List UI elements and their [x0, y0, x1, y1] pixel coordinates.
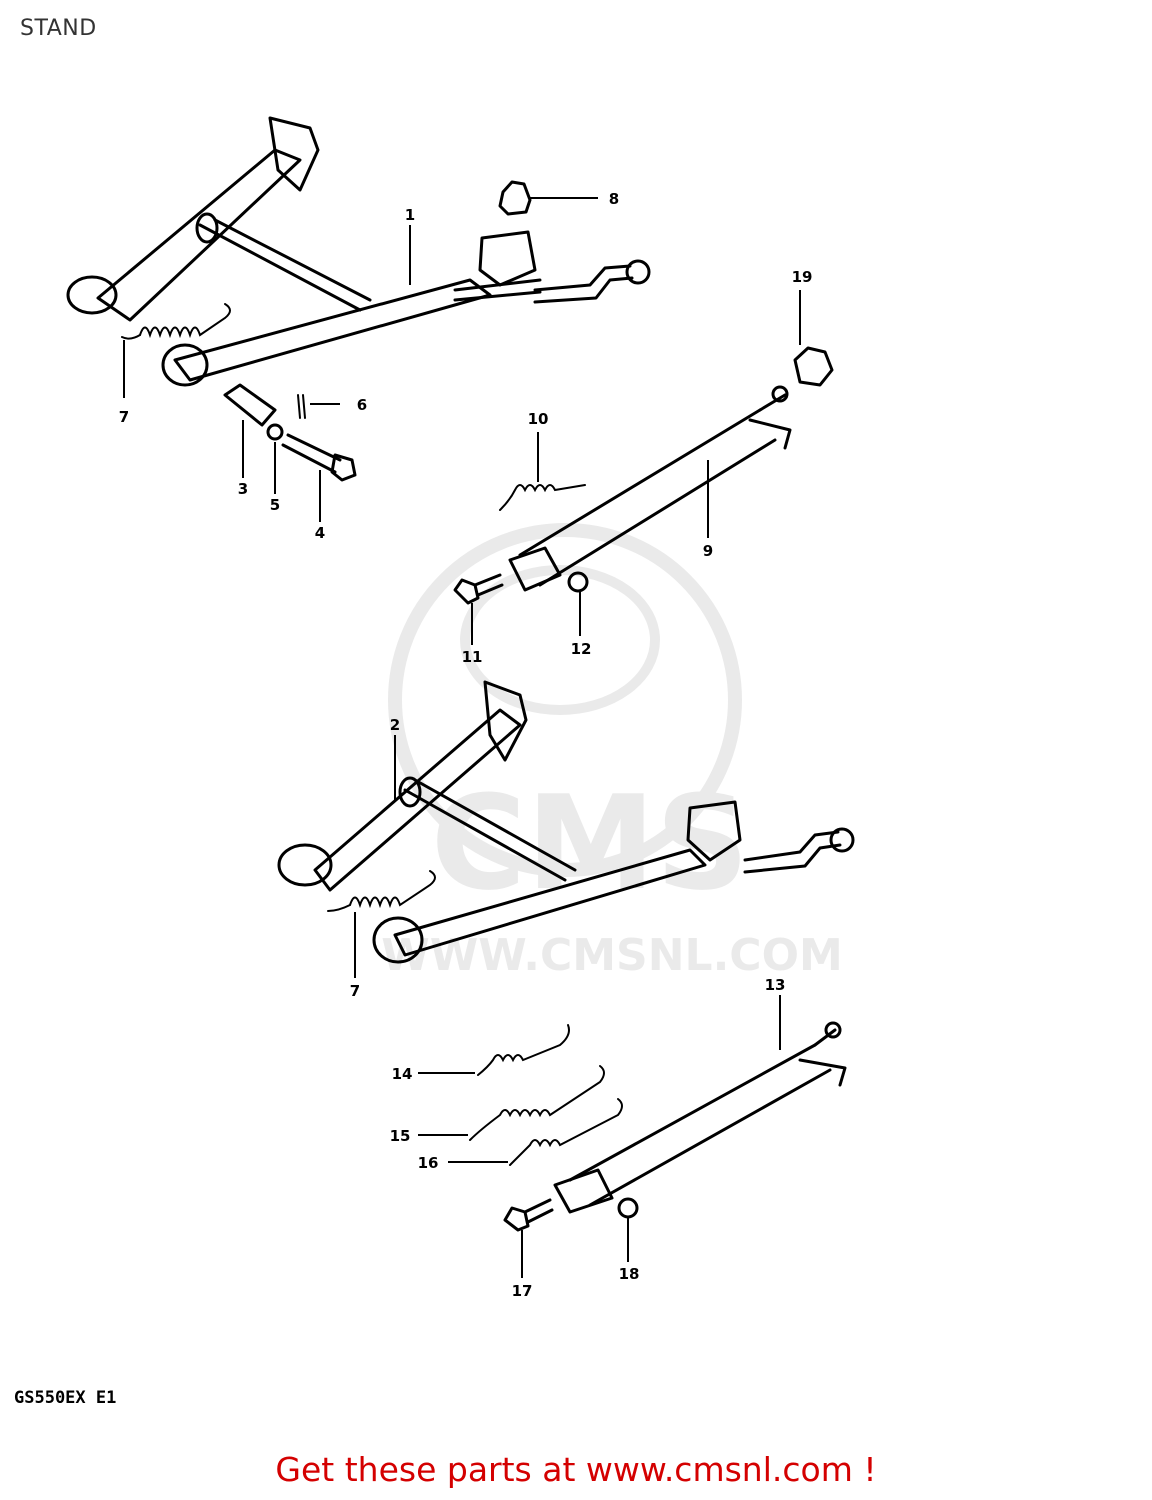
callout-18: 18 — [619, 1265, 640, 1283]
callout-14: 14 — [392, 1065, 413, 1083]
callout-10: 10 — [528, 410, 549, 428]
callout-16: 16 — [418, 1154, 439, 1172]
callout-6: 6 — [357, 396, 367, 414]
callout-12: 12 — [571, 640, 592, 658]
center-stand-top — [66, 116, 651, 387]
callout-2: 2 — [390, 716, 400, 734]
callout-7-bottom: 7 — [350, 982, 360, 1000]
callout-15: 15 — [390, 1127, 411, 1145]
callout-11: 11 — [462, 648, 483, 666]
rubber-buffer — [793, 346, 834, 387]
callout-4: 4 — [315, 524, 325, 542]
leader-lines — [123, 197, 801, 1278]
stand-rubber-cap — [498, 180, 532, 216]
callout-17: 17 — [512, 1282, 533, 1300]
side-stand-springs — [469, 1024, 623, 1166]
cmsnl-watermark: CMS WWW.CMSNL.COM — [381, 523, 843, 981]
side-stand-bolt-nut-bottom — [503, 1197, 639, 1232]
spring-top — [121, 303, 231, 340]
callout-13: 13 — [765, 976, 786, 994]
watermark-brand: CMS — [431, 767, 749, 919]
watermark-url: WWW.CMSNL.COM — [381, 930, 843, 981]
callout-7-top: 7 — [119, 408, 129, 426]
callout-8: 8 — [609, 190, 619, 208]
side-stand-top — [508, 385, 792, 592]
model-code: GS550EX E1 — [14, 1388, 117, 1408]
side-stand-bottom — [553, 1021, 847, 1214]
callout-3: 3 — [238, 480, 248, 498]
pivot-hardware — [223, 383, 357, 482]
side-stand-bolt-nut-top — [453, 571, 589, 605]
center-stand-bottom — [277, 680, 855, 964]
callout-9: 9 — [703, 542, 713, 560]
promo-link[interactable]: Get these parts at www.cmsnl.com ! — [275, 1450, 877, 1489]
callout-1: 1 — [405, 206, 415, 224]
page-title: STAND — [20, 16, 97, 41]
callout-19: 19 — [792, 268, 813, 286]
spring-bottom — [327, 870, 436, 912]
side-stand-spring-top — [499, 484, 586, 511]
callout-5: 5 — [270, 496, 280, 514]
